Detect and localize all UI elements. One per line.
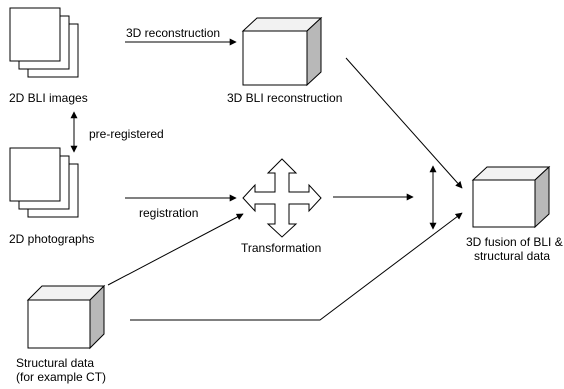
fusion-label-line1: 3D fusion of BLI & (466, 235, 563, 249)
structural-data-label-line1: Structural data (16, 356, 95, 370)
fusion-cube-icon (471, 165, 551, 229)
pre-registered-edge-label: pre-registered (89, 127, 164, 141)
fusion-label: 3D fusion of BLI & structural data (466, 235, 563, 263)
bli-reconstruction-label: 3D BLI reconstruction (227, 91, 343, 105)
structural-to-fusion-path (130, 212, 463, 321)
bli-images-label: 2D BLI images (9, 91, 88, 105)
transformation-label: Transformation (241, 241, 322, 255)
reconstruction-to-fusion-arrow (345, 57, 463, 189)
bli-images-stack-icon (9, 7, 79, 78)
structural-to-transformation-arrow (107, 213, 244, 286)
structural-data-label: Structural data (for example CT) (16, 356, 106, 384)
structural-data-cube-icon (26, 284, 106, 350)
photographs-label: 2D photographs (9, 232, 95, 246)
transformation-four-way-arrow-icon (242, 158, 322, 238)
structural-data-label-line2: (for example CT) (16, 370, 107, 384)
fusion-label-line2: structural data (473, 249, 551, 263)
registration-edge-label: registration (139, 206, 199, 220)
connectors (70, 38, 463, 321)
bli-reconstruction-cube-icon (241, 16, 323, 87)
reconstruction-edge-label: 3D reconstruction (126, 26, 221, 40)
photographs-stack-icon (9, 147, 79, 218)
